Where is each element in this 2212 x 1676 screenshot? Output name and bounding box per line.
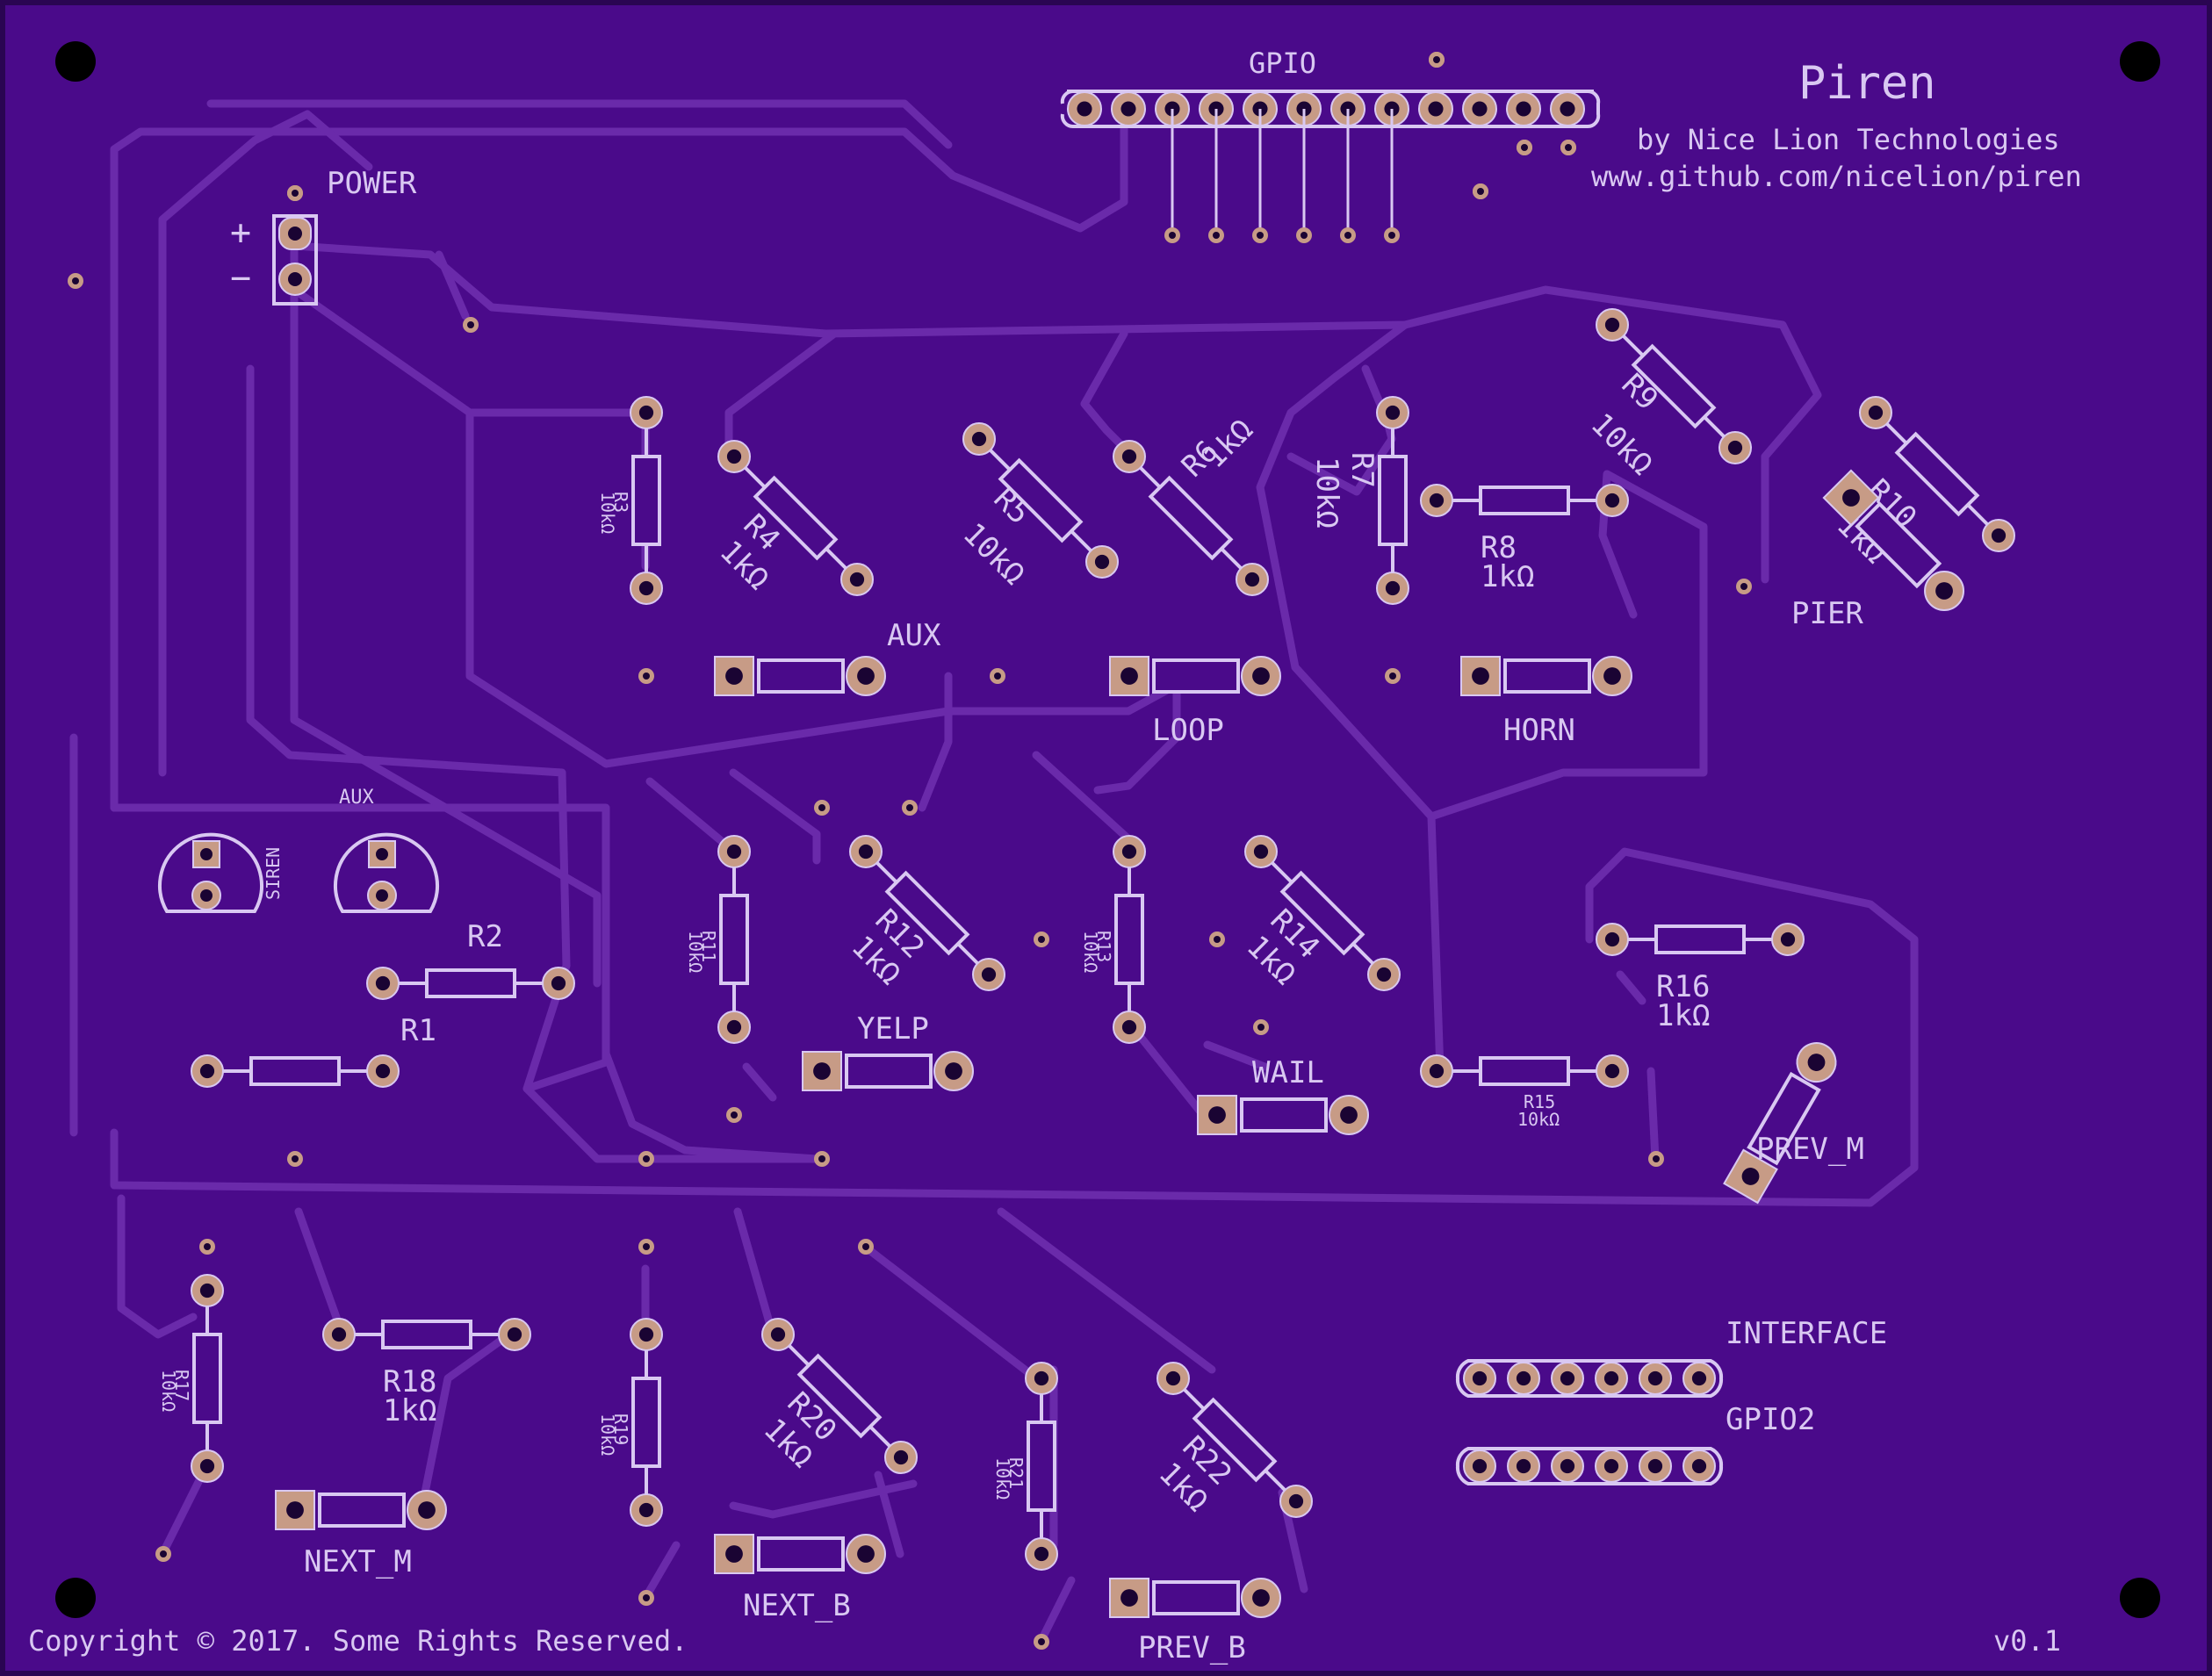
- resistor-r11-ref: R11: [698, 931, 719, 962]
- resistor-r1: R1: [191, 1013, 436, 1088]
- copper-traces: [69, 92, 1919, 1646]
- interface-header: INTERFACE: [1455, 1316, 1887, 1398]
- gpio-label: GPIO: [1249, 47, 1316, 80]
- button-horn-label: HORN: [1503, 713, 1575, 748]
- mount-hole-top-right: [2120, 41, 2160, 82]
- led-siren: SIREN: [158, 832, 284, 913]
- mount-hole-bottom-left: [55, 1578, 96, 1618]
- power-connector: POWER + −: [230, 166, 417, 306]
- gpio2-header: GPIO2: [1455, 1402, 1815, 1485]
- button-loop: [1109, 656, 1281, 696]
- resistor-r15-value: 10kΩ: [1517, 1109, 1560, 1130]
- led-siren-label: SIREN: [263, 847, 284, 900]
- button-yelp-label: YELP: [857, 1011, 929, 1047]
- resistor-r3-ref: R3: [610, 492, 631, 513]
- mount-hole-bottom-right: [2120, 1578, 2160, 1618]
- button-loop-label: LOOP: [1152, 713, 1224, 748]
- button-aux-label: AUX: [887, 618, 941, 653]
- resistor-r13-ref: R13: [1093, 931, 1114, 962]
- resistor-r7-value: 10kΩ: [1309, 457, 1344, 529]
- resistor-r18-ref: R18: [383, 1364, 436, 1399]
- button-next-b: [714, 1534, 886, 1574]
- button-next-m-label: NEXT_M: [304, 1544, 412, 1579]
- resistor-r19-ref: R19: [610, 1413, 631, 1445]
- button-pier-label: PIER: [1791, 596, 1863, 631]
- resistor-r3-value: 10kΩ: [597, 492, 618, 534]
- resistor-r11-value: 10kΩ: [685, 931, 706, 973]
- resistor-r17-value: 10kΩ: [158, 1370, 179, 1412]
- power-plus-label: +: [230, 212, 251, 253]
- resistor-r13-value: 10kΩ: [1080, 931, 1101, 973]
- gpio-header: GPIO: [1060, 47, 1601, 243]
- resistor-r1-ref: R1: [400, 1013, 436, 1048]
- button-wail: [1197, 1095, 1369, 1135]
- button-pier: [1822, 469, 1965, 612]
- resistor-r2-ref: R2: [467, 919, 503, 954]
- power-label: POWER: [327, 166, 417, 201]
- board-title: Piren: [1798, 57, 1936, 110]
- copyright-text: Copyright © 2017. Some Rights Reserved.: [28, 1624, 688, 1658]
- button-prev-m: [1723, 1042, 1837, 1205]
- resistor-r17-ref: R17: [171, 1370, 192, 1401]
- resistor-r8-value: 1kΩ: [1481, 559, 1534, 594]
- button-horn: [1460, 656, 1632, 696]
- resistor-r21-value: 10kΩ: [992, 1457, 1013, 1500]
- button-yelp: [802, 1051, 974, 1091]
- button-prev-b-label: PREV_B: [1138, 1630, 1246, 1665]
- button-wail-label: WAIL: [1252, 1055, 1324, 1090]
- button-aux: [714, 656, 886, 696]
- resistor-r16-ref: R16: [1656, 969, 1710, 1004]
- resistor-r16-value: 1kΩ: [1656, 998, 1710, 1033]
- button-next-b-label: NEXT_B: [743, 1588, 851, 1623]
- resistor-r19-value: 10kΩ: [597, 1413, 618, 1456]
- power-minus-label: −: [230, 258, 251, 299]
- interface-label: INTERFACE: [1726, 1316, 1887, 1351]
- button-prev-m-label: PREV_M: [1756, 1132, 1864, 1167]
- mount-hole-top-left: [55, 41, 96, 82]
- version-text: v0.1: [1993, 1624, 2061, 1658]
- resistor-r15-ref: R15: [1524, 1091, 1555, 1112]
- led-aux: AUX: [334, 787, 439, 913]
- resistor-r18-value: 1kΩ: [383, 1393, 436, 1428]
- gpio2-label: GPIO2: [1726, 1402, 1815, 1437]
- mounting-holes: [55, 41, 2160, 1618]
- board-byline: by Nice Lion Technologies: [1637, 123, 2060, 156]
- resistor-r7-ref: R7: [1344, 452, 1380, 488]
- button-next-m: [275, 1490, 447, 1530]
- led-aux-label: AUX: [339, 787, 374, 809]
- resistor-r2: R2: [366, 919, 575, 1000]
- resistor-r21-ref: R21: [1005, 1457, 1027, 1489]
- board-url: www.github.com/nicelion/piren: [1591, 160, 2082, 193]
- button-prev-b: [1109, 1578, 1281, 1618]
- resistor-r8-ref: R8: [1481, 530, 1517, 565]
